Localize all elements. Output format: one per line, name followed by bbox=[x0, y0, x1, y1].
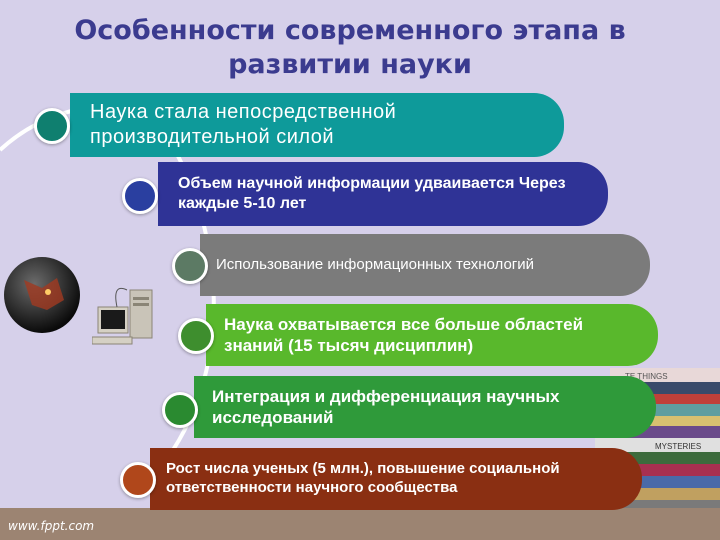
bullet-icon bbox=[34, 108, 70, 144]
footer-url: www.fppt.com bbox=[8, 519, 95, 533]
bullet-icon bbox=[120, 462, 156, 498]
bullet-icon bbox=[162, 392, 198, 428]
feature-item-label: Использование информационных технологий bbox=[216, 255, 535, 273]
feature-item-label: Наука стала непосредственной производите… bbox=[90, 101, 397, 148]
feature-item-label: Наука охватывается все больше областей з… bbox=[224, 314, 584, 355]
feature-item-5: Интеграция и дифференциация научных иссл… bbox=[194, 376, 656, 438]
feature-item-3: Использование информационных технологий bbox=[200, 234, 650, 296]
book-spine-label: MYSTERIES bbox=[655, 442, 701, 451]
footer-bar bbox=[0, 508, 720, 540]
feature-item-label: Интеграция и дифференциация научных иссл… bbox=[212, 386, 560, 427]
feature-item-2: Объем научной информации удваивается Чер… bbox=[158, 162, 608, 226]
book-spine-label: TE THINGS bbox=[625, 372, 668, 381]
feature-item-4: Наука охватывается все больше областей з… bbox=[206, 304, 658, 366]
bullet-icon bbox=[122, 178, 158, 214]
page-title: Особенности современного этапа в развити… bbox=[74, 15, 626, 80]
feature-item-6: Рост числа ученых (5 млн.), повышение со… bbox=[150, 448, 642, 510]
computer-icon bbox=[91, 285, 162, 355]
feature-item-label: Объем научной информации удваивается Чер… bbox=[178, 175, 566, 212]
bullet-icon bbox=[172, 248, 208, 284]
feature-item-label: Рост числа ученых (5 млн.), повышение со… bbox=[166, 460, 560, 496]
globe-icon bbox=[2, 250, 82, 340]
feature-item-1: Наука стала непосредственной производите… bbox=[70, 93, 564, 157]
bullet-icon bbox=[178, 318, 214, 354]
